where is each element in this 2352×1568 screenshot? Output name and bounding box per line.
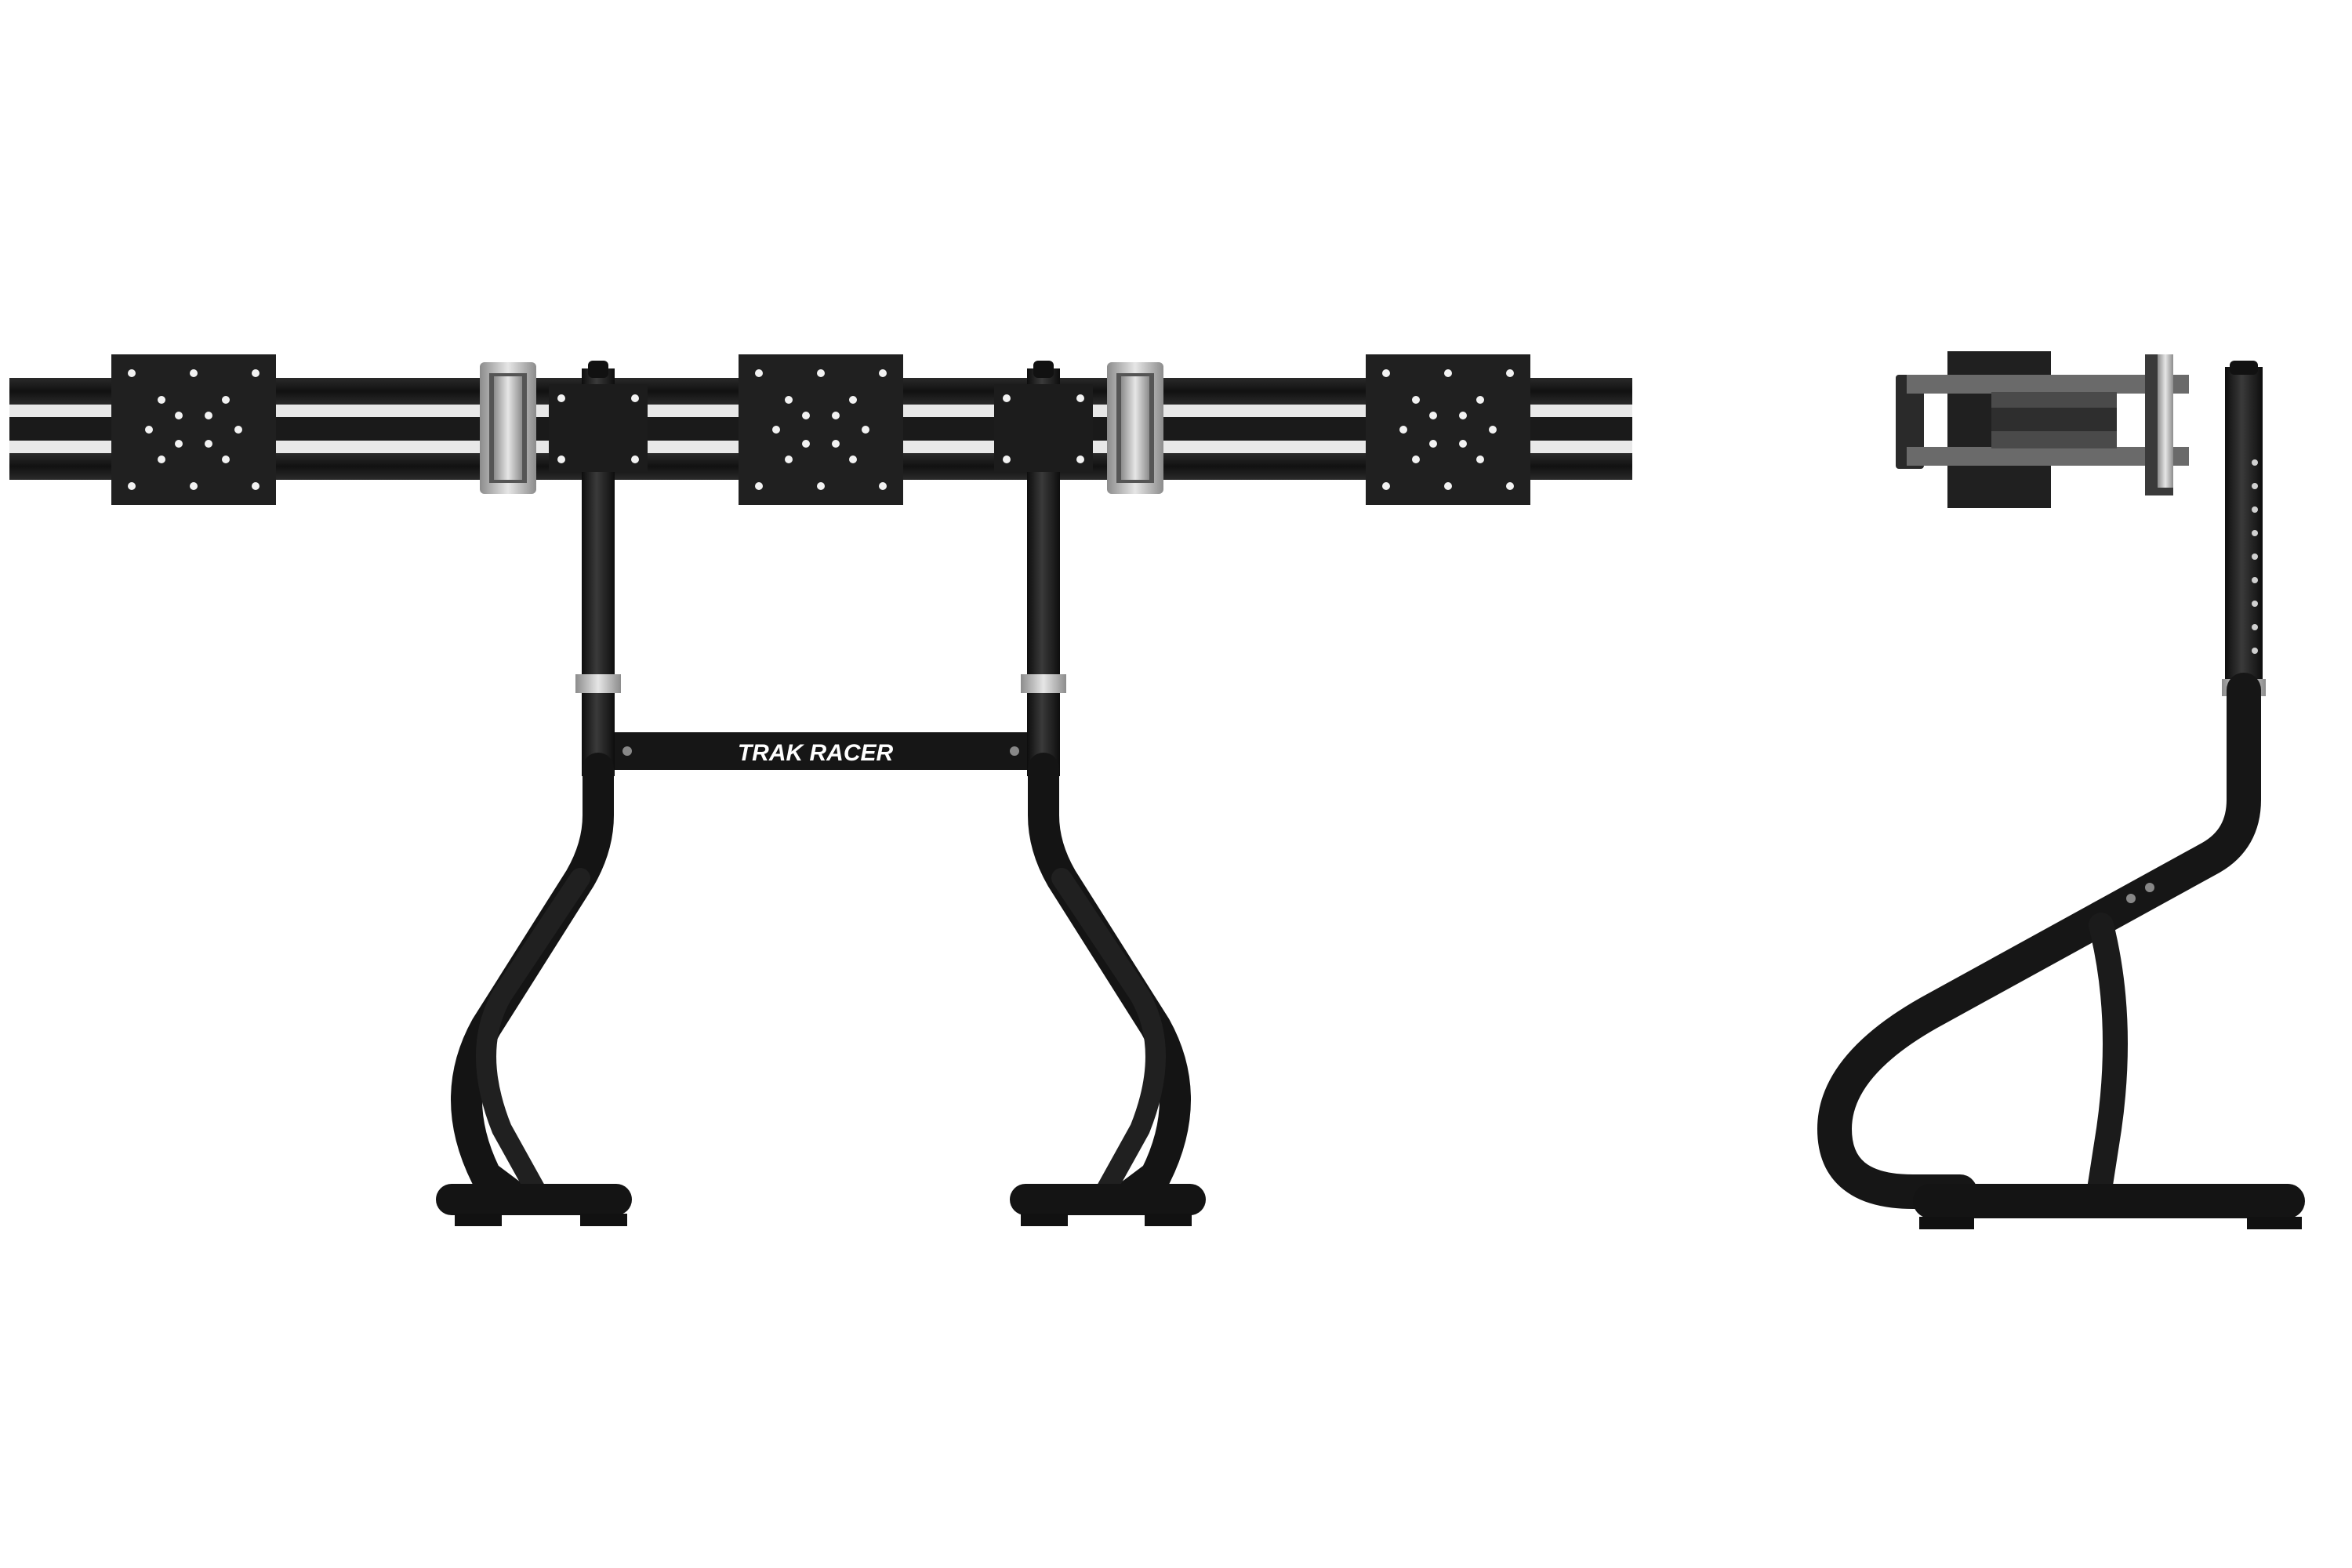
right-leg [1010,753,1206,1226]
right-post-bracket [994,384,1093,472]
side-logo-text: FT [2195,412,2224,438]
brand-logo-text: TRAK RACER [738,740,894,766]
left-vesa-plate [111,354,276,505]
right-vesa-plate [1366,354,1530,505]
side-view-stand: FT [1817,351,2305,1229]
left-post-bracket [549,384,648,472]
center-vesa-plate [739,354,903,505]
left-rail-clamp [480,362,536,494]
right-rail-clamp [1107,362,1163,494]
crossbar: TRAK RACER [615,732,1027,770]
front-view-stand: TRAK RACER [9,354,1632,1226]
monitor-mount-arm [1896,351,2189,508]
left-leg [436,753,632,1226]
side-upright-post: FT [2195,361,2266,696]
side-lower-tube [1817,673,2305,1229]
